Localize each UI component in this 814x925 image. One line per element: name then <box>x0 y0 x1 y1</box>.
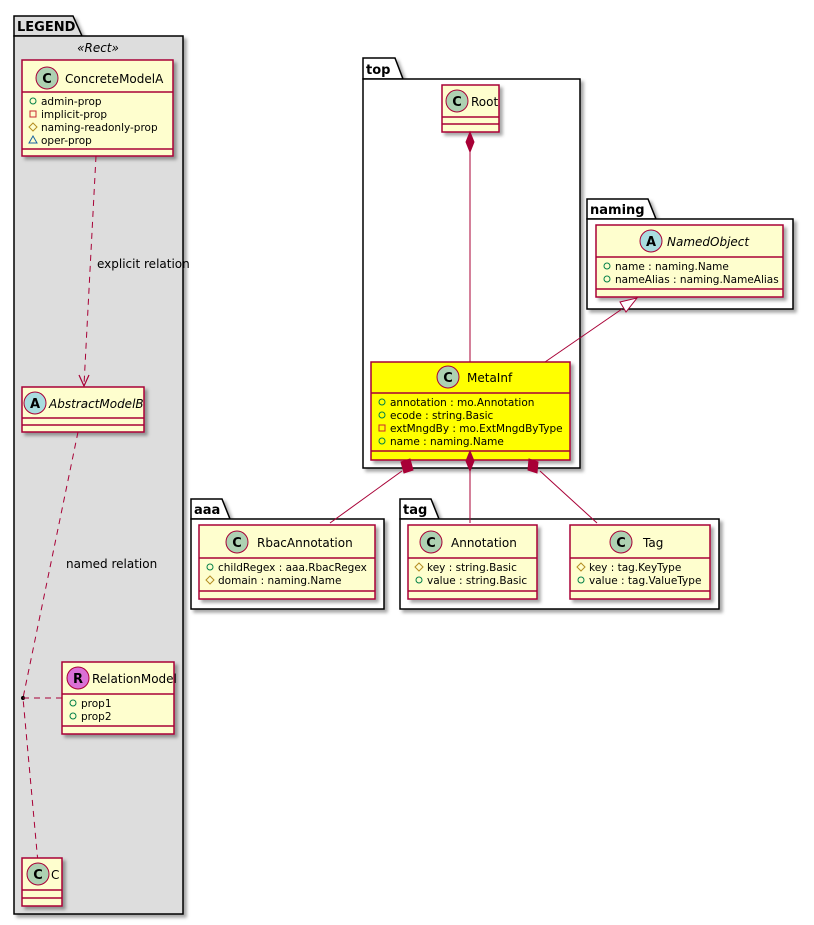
badge-letter: C <box>452 95 462 110</box>
public-visibility-icon <box>69 699 77 707</box>
class-badge-icon <box>436 365 460 389</box>
class-attribute: admin-prop <box>41 96 102 108</box>
badge-letter: C <box>426 536 436 551</box>
public-visibility-icon <box>415 576 423 584</box>
public-visibility-icon <box>603 262 611 270</box>
class-name: Tag <box>642 536 663 550</box>
class-concrete-model-a[interactable]: C ConcreteModelA admin-propimplicit-prop… <box>21 59 174 157</box>
badge-letter: A <box>646 235 656 250</box>
inheritance-triangle-icon <box>619 297 639 313</box>
class-attribute: prop2 <box>81 711 112 723</box>
class-c[interactable]: C C <box>21 857 63 907</box>
class-badge-icon <box>445 89 469 113</box>
public-visibility-icon <box>378 411 386 419</box>
class-root[interactable]: C Root <box>441 84 500 133</box>
public-visibility-icon <box>378 398 386 406</box>
abstract-badge-icon <box>23 391 47 415</box>
package-label: aaa <box>194 503 220 518</box>
badge-letter: C <box>232 536 242 551</box>
class-attribute: naming-readonly-prop <box>41 122 158 134</box>
class-attribute: oper-prop <box>41 135 92 147</box>
badge-letter: C <box>33 868 43 883</box>
class-name: C <box>51 868 59 882</box>
protected-visibility-icon <box>205 575 215 585</box>
class-name: Annotation <box>451 536 517 550</box>
package-label: naming <box>590 203 645 218</box>
edge-metainf-rbacannotation-composition <box>329 458 414 524</box>
class-badge-icon <box>26 862 50 886</box>
composition-diamond-icon <box>527 458 539 474</box>
badge-letter: C <box>616 536 626 551</box>
class-name: RelationModel <box>92 672 177 686</box>
edge-root-metainf-composition <box>465 130 475 362</box>
public-visibility-icon <box>206 563 214 571</box>
class-attribute: value : string.Basic <box>427 575 527 587</box>
class-badge-icon <box>225 530 249 554</box>
package-label: tag <box>403 503 427 518</box>
badge-letter: C <box>42 72 52 87</box>
private-visibility-icon <box>29 110 37 118</box>
class-rbac-annotation[interactable]: C RbacAnnotation childRegex : aaa.RbacRe… <box>198 524 376 600</box>
class-badge-icon <box>35 66 59 90</box>
class-name: AbstractModelB <box>48 397 144 411</box>
private-visibility-icon <box>378 424 386 432</box>
class-attribute: name : naming.Name <box>390 436 504 448</box>
edge-metainf-namedobject-generalization <box>544 297 639 363</box>
public-visibility-icon <box>577 576 585 584</box>
badge-letter: R <box>73 672 83 687</box>
public-visibility-icon <box>69 712 77 720</box>
public-visibility-icon <box>29 97 37 105</box>
class-attribute: nameAlias : naming.NameAlias <box>615 274 779 286</box>
package-visibility-icon <box>28 134 38 144</box>
class-attribute: domain : naming.Name <box>218 575 341 587</box>
badge-letter: A <box>30 397 40 412</box>
public-visibility-icon <box>378 437 386 445</box>
edge-label: named relation <box>66 557 157 571</box>
package-label: top <box>366 63 390 78</box>
edge-metainf-tag-composition <box>527 458 598 524</box>
package-legend: LEGEND «Rect» <box>13 15 184 915</box>
class-attribute: childRegex : aaa.RbacRegex <box>218 562 367 574</box>
edge-explicit-relation: explicit relation <box>78 155 190 388</box>
class-attribute: ecode : string.Basic <box>390 410 493 422</box>
package-label: LEGEND <box>17 20 76 35</box>
class-name: ConcreteModelA <box>65 72 164 86</box>
class-meta-inf[interactable]: C MetaInf annotation : mo.Annotationecod… <box>370 361 571 461</box>
public-visibility-icon <box>603 275 611 283</box>
class-attribute: key : tag.KeyType <box>589 562 681 574</box>
composition-diamond-icon <box>400 458 414 474</box>
badge-letter: C <box>443 371 453 386</box>
class-name: RbacAnnotation <box>257 536 353 550</box>
class-badge-icon <box>609 530 633 554</box>
abstract-badge-icon <box>639 229 663 253</box>
edge-label: explicit relation <box>97 257 190 271</box>
protected-visibility-icon <box>414 562 424 572</box>
class-abstract-model-b[interactable]: A AbstractModelB <box>21 386 145 433</box>
package-stereotype: «Rect» <box>77 41 119 55</box>
class-attribute: extMngdBy : mo.ExtMngdByType <box>390 423 563 435</box>
composition-diamond-icon <box>465 130 475 154</box>
arrow-head-icon <box>78 374 90 388</box>
class-named-object[interactable]: A NamedObject name : naming.NamenameAlia… <box>595 224 784 298</box>
class-badge-icon <box>419 530 443 554</box>
edge-metainf-annotation-composition <box>465 449 475 523</box>
class-attribute: implicit-prop <box>41 109 107 121</box>
class-attribute: annotation : mo.Annotation <box>390 397 534 409</box>
class-attribute: value : tag.ValueType <box>589 575 701 587</box>
class-attribute: key : string.Basic <box>427 562 517 574</box>
class-name: MetaInf <box>467 371 513 385</box>
class-name: Root <box>471 95 498 109</box>
class-attribute: prop1 <box>81 698 112 710</box>
class-name: NamedObject <box>667 235 750 249</box>
protected-visibility-icon <box>576 562 586 572</box>
relation-badge-icon <box>66 666 90 690</box>
protected-visibility-icon <box>28 122 38 132</box>
composition-diamond-icon <box>465 449 475 473</box>
class-attribute: name : naming.Name <box>615 261 729 273</box>
